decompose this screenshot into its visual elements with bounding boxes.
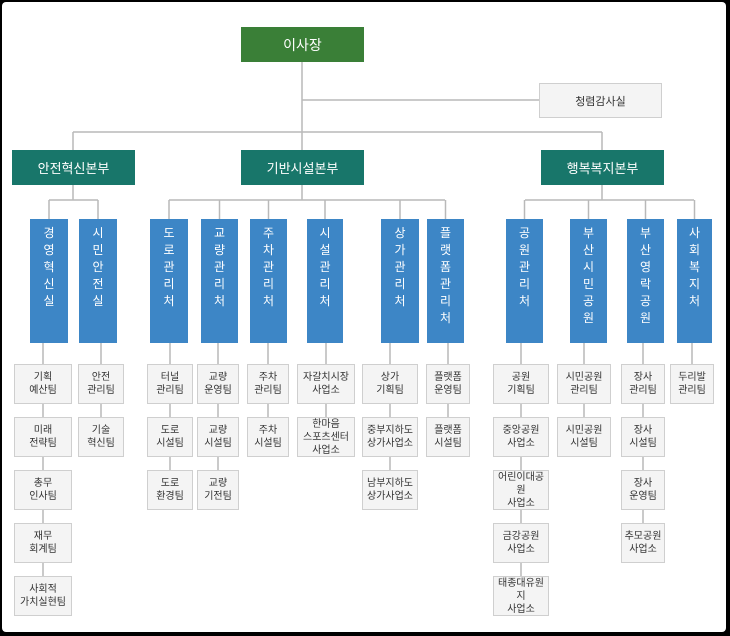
- department-label: 시민안전실: [92, 226, 104, 308]
- team-box[interactable]: 플랫폼 운영팀: [426, 364, 470, 404]
- team-box[interactable]: 장사 관리팀: [621, 364, 665, 404]
- audit-office-box[interactable]: 청렴감사실: [539, 83, 662, 118]
- department-label: 주차관리처: [262, 226, 275, 308]
- team-box[interactable]: 재무 회계팀: [14, 523, 72, 563]
- team-box[interactable]: 상가 기획팀: [362, 364, 418, 404]
- department-box[interactable]: 주차관리처: [250, 219, 287, 343]
- department-box[interactable]: 플랫폼관리처: [427, 219, 464, 343]
- department-box[interactable]: 시민안전실: [79, 219, 117, 343]
- team-box[interactable]: 공원 기획팀: [493, 364, 549, 404]
- team-box[interactable]: 한마음 스포츠센터 사업소: [297, 417, 355, 457]
- team-box[interactable]: 주차 시설팀: [247, 417, 289, 457]
- team-box[interactable]: 사회적 가치실현팀: [14, 576, 72, 616]
- team-box[interactable]: 교량 운영팀: [197, 364, 239, 404]
- team-box[interactable]: 남부지하도 상가사업소: [362, 470, 418, 510]
- team-box[interactable]: 중부지하도 상가사업소: [362, 417, 418, 457]
- team-box[interactable]: 기술 혁신팀: [78, 417, 124, 457]
- team-box[interactable]: 도로 환경팀: [147, 470, 193, 510]
- team-box[interactable]: 안전 관리팀: [78, 364, 124, 404]
- department-label: 도로관리처: [163, 226, 175, 308]
- department-box[interactable]: 상가관리처: [381, 219, 419, 343]
- team-box[interactable]: 총무 인사팀: [14, 470, 72, 510]
- team-box[interactable]: 미래 전략팀: [14, 417, 72, 457]
- department-label: 교량관리처: [213, 226, 226, 308]
- team-box[interactable]: 시민공원 관리팀: [557, 364, 611, 404]
- department-box[interactable]: 도로관리처: [150, 219, 188, 343]
- department-label: 경영혁신실: [43, 226, 55, 308]
- team-box[interactable]: 플랫폼 시설팀: [426, 417, 470, 457]
- department-label: 부산시민공원: [582, 226, 595, 325]
- department-box[interactable]: 부산영락공원: [627, 219, 664, 343]
- department-label: 시설관리처: [319, 226, 331, 308]
- team-box[interactable]: 어린이대공원 사업소: [493, 470, 549, 510]
- team-box[interactable]: 장사 운영팀: [621, 470, 665, 510]
- team-box[interactable]: 도로 시설팀: [147, 417, 193, 457]
- team-box[interactable]: 장사 시설팀: [621, 417, 665, 457]
- division-safety-innovation[interactable]: 안전혁신본부: [12, 150, 135, 185]
- division-infrastructure[interactable]: 기반시설본부: [241, 150, 364, 185]
- department-label: 사회복지처: [688, 226, 701, 308]
- department-box[interactable]: 공원관리처: [506, 219, 543, 343]
- department-label: 상가관리처: [394, 226, 406, 308]
- team-box[interactable]: 시민공원 시설팀: [557, 417, 611, 457]
- team-box[interactable]: 기획 예산팀: [14, 364, 72, 404]
- team-box[interactable]: 태종대유원지 사업소: [493, 576, 549, 616]
- team-box[interactable]: 중앙공원 사업소: [493, 417, 549, 457]
- team-box[interactable]: 자갈치시장 사업소: [297, 364, 355, 404]
- department-label: 공원관리처: [518, 226, 531, 308]
- department-box[interactable]: 교량관리처: [201, 219, 238, 343]
- team-box[interactable]: 주차 관리팀: [247, 364, 289, 404]
- division-welfare[interactable]: 행복복지본부: [541, 150, 664, 185]
- department-box[interactable]: 시설관리처: [307, 219, 343, 343]
- department-label: 부산영락공원: [639, 226, 652, 325]
- team-box[interactable]: 두리발 관리팀: [670, 364, 714, 404]
- team-box[interactable]: 추모공원 사업소: [621, 523, 665, 563]
- team-box[interactable]: 금강공원 사업소: [493, 523, 549, 563]
- team-box[interactable]: 교량 기전팀: [197, 470, 239, 510]
- team-box[interactable]: 터널 관리팀: [147, 364, 193, 404]
- department-box[interactable]: 사회복지처: [677, 219, 712, 343]
- team-box[interactable]: 교량 시설팀: [197, 417, 239, 457]
- department-box[interactable]: 부산시민공원: [570, 219, 607, 343]
- chairman-box[interactable]: 이사장: [241, 27, 364, 62]
- department-box[interactable]: 경영혁신실: [30, 219, 68, 343]
- department-label: 플랫폼관리처: [439, 226, 452, 325]
